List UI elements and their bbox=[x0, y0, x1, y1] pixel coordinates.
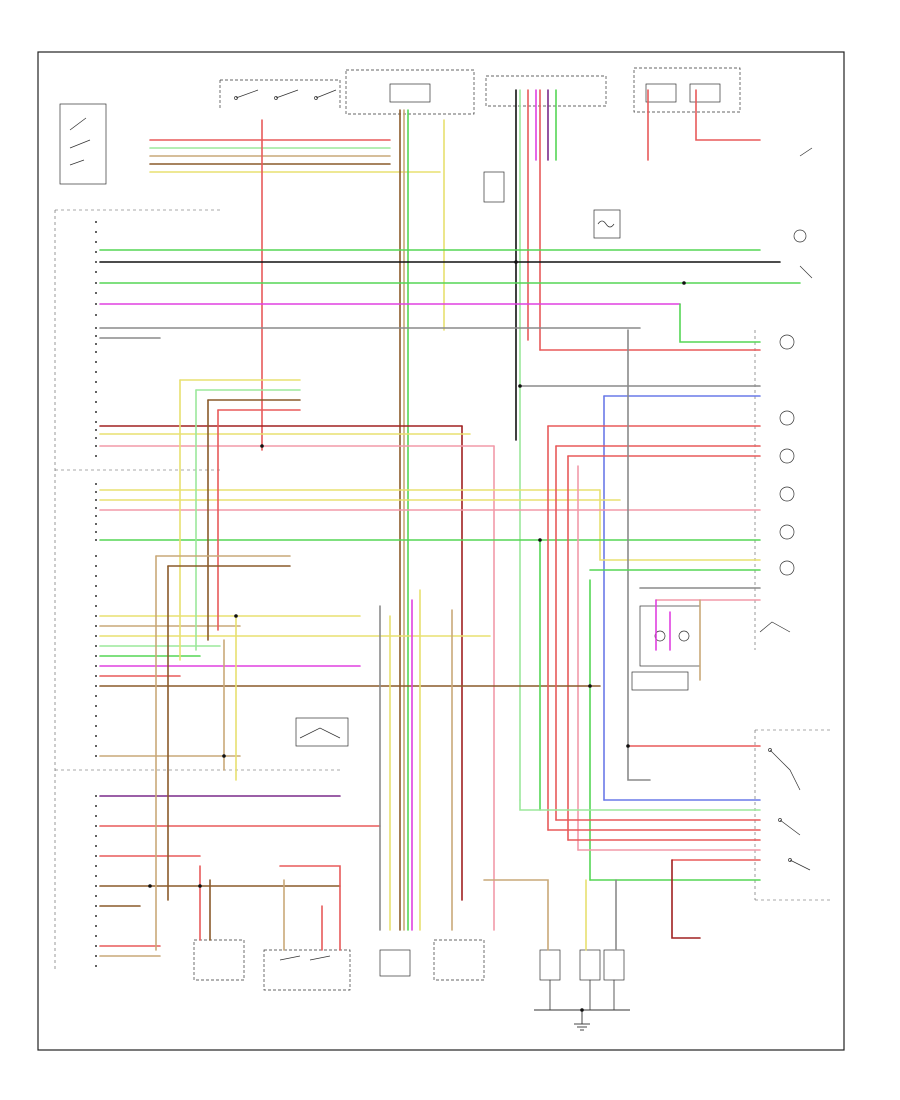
overdrive-switch bbox=[759, 147, 813, 633]
shift-solenoids bbox=[768, 748, 811, 871]
engine-control-module bbox=[485, 75, 607, 107]
fuse-panel bbox=[345, 69, 475, 115]
ecm-connector bbox=[55, 210, 95, 460]
splice-points bbox=[148, 260, 686, 1012]
brake-switch bbox=[295, 717, 349, 747]
relay-box bbox=[483, 171, 505, 203]
ignition-switch bbox=[219, 79, 341, 110]
diagram-frame bbox=[37, 51, 845, 1051]
module-boundaries bbox=[54, 209, 830, 970]
ground-icon bbox=[534, 1009, 630, 1031]
neutral-safety-switch bbox=[59, 103, 107, 185]
transmission-control-module bbox=[633, 67, 741, 113]
bottom-components bbox=[193, 939, 625, 991]
shift-lock-solenoid bbox=[593, 209, 621, 239]
wire-harness bbox=[99, 89, 801, 1011]
speed-sensor bbox=[779, 229, 807, 576]
transmission-range-switch bbox=[631, 605, 701, 691]
tcm-pin-column bbox=[95, 221, 97, 967]
